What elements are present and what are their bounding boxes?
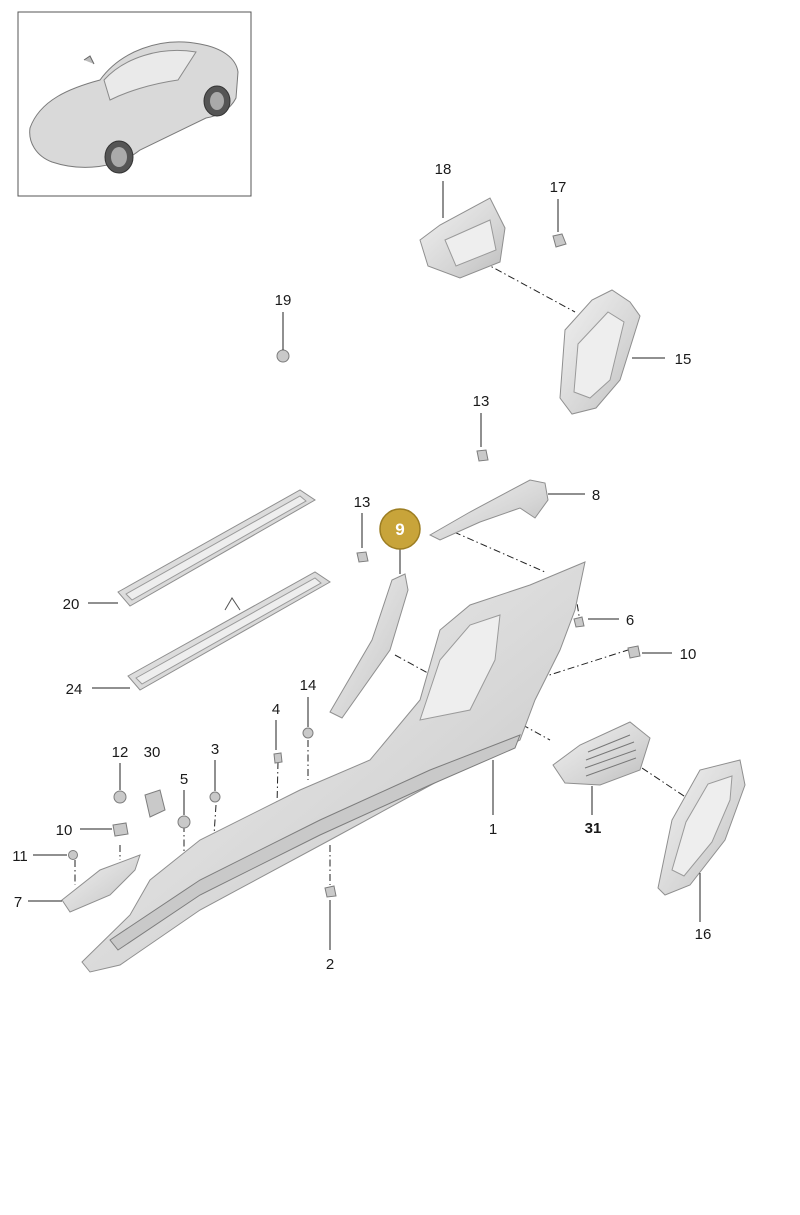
part-19-screw[interactable]: [276, 349, 290, 363]
part-label-11[interactable]: 11: [12, 848, 28, 865]
part-24-sill-plate[interactable]: [127, 571, 331, 691]
part-label-1[interactable]: 1: [489, 821, 497, 838]
part-label-7[interactable]: 7: [14, 894, 22, 911]
part-7-bracket[interactable]: [61, 854, 141, 913]
part-6-clip[interactable]: [573, 616, 585, 628]
part-label-10-left[interactable]: 10: [56, 822, 73, 839]
part-label-14[interactable]: 14: [300, 677, 317, 694]
part-10-clip-right[interactable]: [627, 645, 641, 659]
part-4-clip[interactable]: [273, 752, 283, 764]
part-30-cover[interactable]: [144, 789, 166, 818]
part-label-16[interactable]: 16: [695, 926, 712, 943]
part-label-18[interactable]: 18: [435, 161, 452, 178]
part-10-clip-left[interactable]: [112, 822, 129, 837]
part-label-10-right[interactable]: 10: [680, 646, 697, 663]
vehicle-thumbnail: [17, 11, 252, 197]
part-label-12[interactable]: 12: [112, 744, 129, 761]
part-16-vent-frame[interactable]: [657, 759, 746, 896]
part-15-air-intake-frame[interactable]: [559, 289, 641, 415]
highlight-circle: [379, 508, 421, 550]
part-18-air-duct[interactable]: [419, 197, 506, 279]
part-label-20[interactable]: 20: [63, 596, 80, 613]
part-17-clip[interactable]: [552, 233, 567, 248]
part-label-15[interactable]: 15: [675, 351, 692, 368]
part-31-vent-grille[interactable]: [552, 721, 651, 786]
part-label-6[interactable]: 6: [626, 612, 634, 629]
leader-lines: [28, 181, 701, 950]
part-label-8[interactable]: 8: [592, 487, 600, 504]
part-label-30[interactable]: 30: [144, 744, 161, 761]
part-1-side-panel[interactable]: [81, 561, 586, 973]
part-8-bracket[interactable]: [428, 479, 549, 541]
part-label-19[interactable]: 19: [275, 292, 292, 309]
part-2-clip[interactable]: [324, 885, 337, 898]
highlighted-part-callout[interactable]: 9: [379, 508, 421, 550]
part-label-24[interactable]: 24: [66, 681, 83, 698]
part-label-2[interactable]: 2: [326, 956, 334, 973]
part-label-13-upper[interactable]: 13: [473, 393, 490, 410]
part-label-3[interactable]: 3: [211, 741, 219, 758]
part-label-5[interactable]: 5: [180, 771, 188, 788]
part-11-screw[interactable]: [68, 850, 78, 860]
part-13-clip-lower[interactable]: [356, 551, 369, 563]
part-12-clip[interactable]: [113, 790, 127, 804]
part-label-9: 9: [395, 520, 404, 539]
part-label-17[interactable]: 17: [550, 179, 567, 196]
part-14-screw[interactable]: [302, 727, 314, 739]
part-20-sill-plate[interactable]: [117, 489, 316, 607]
part-label-4[interactable]: 4: [272, 701, 280, 718]
part-9-seal-strip[interactable]: [329, 573, 409, 719]
part-3-clip[interactable]: [209, 791, 221, 803]
part-label-13-lower[interactable]: 13: [354, 494, 371, 511]
car-illustration-icon: [29, 41, 239, 174]
part-5-clip[interactable]: [177, 815, 191, 829]
part-labels: 18 17 19 15 13 8 13 20 6 10 24 14 4 12 3…: [12, 161, 711, 973]
part-13-clip-upper[interactable]: [476, 449, 489, 462]
part-label-31[interactable]: 31: [585, 820, 602, 837]
